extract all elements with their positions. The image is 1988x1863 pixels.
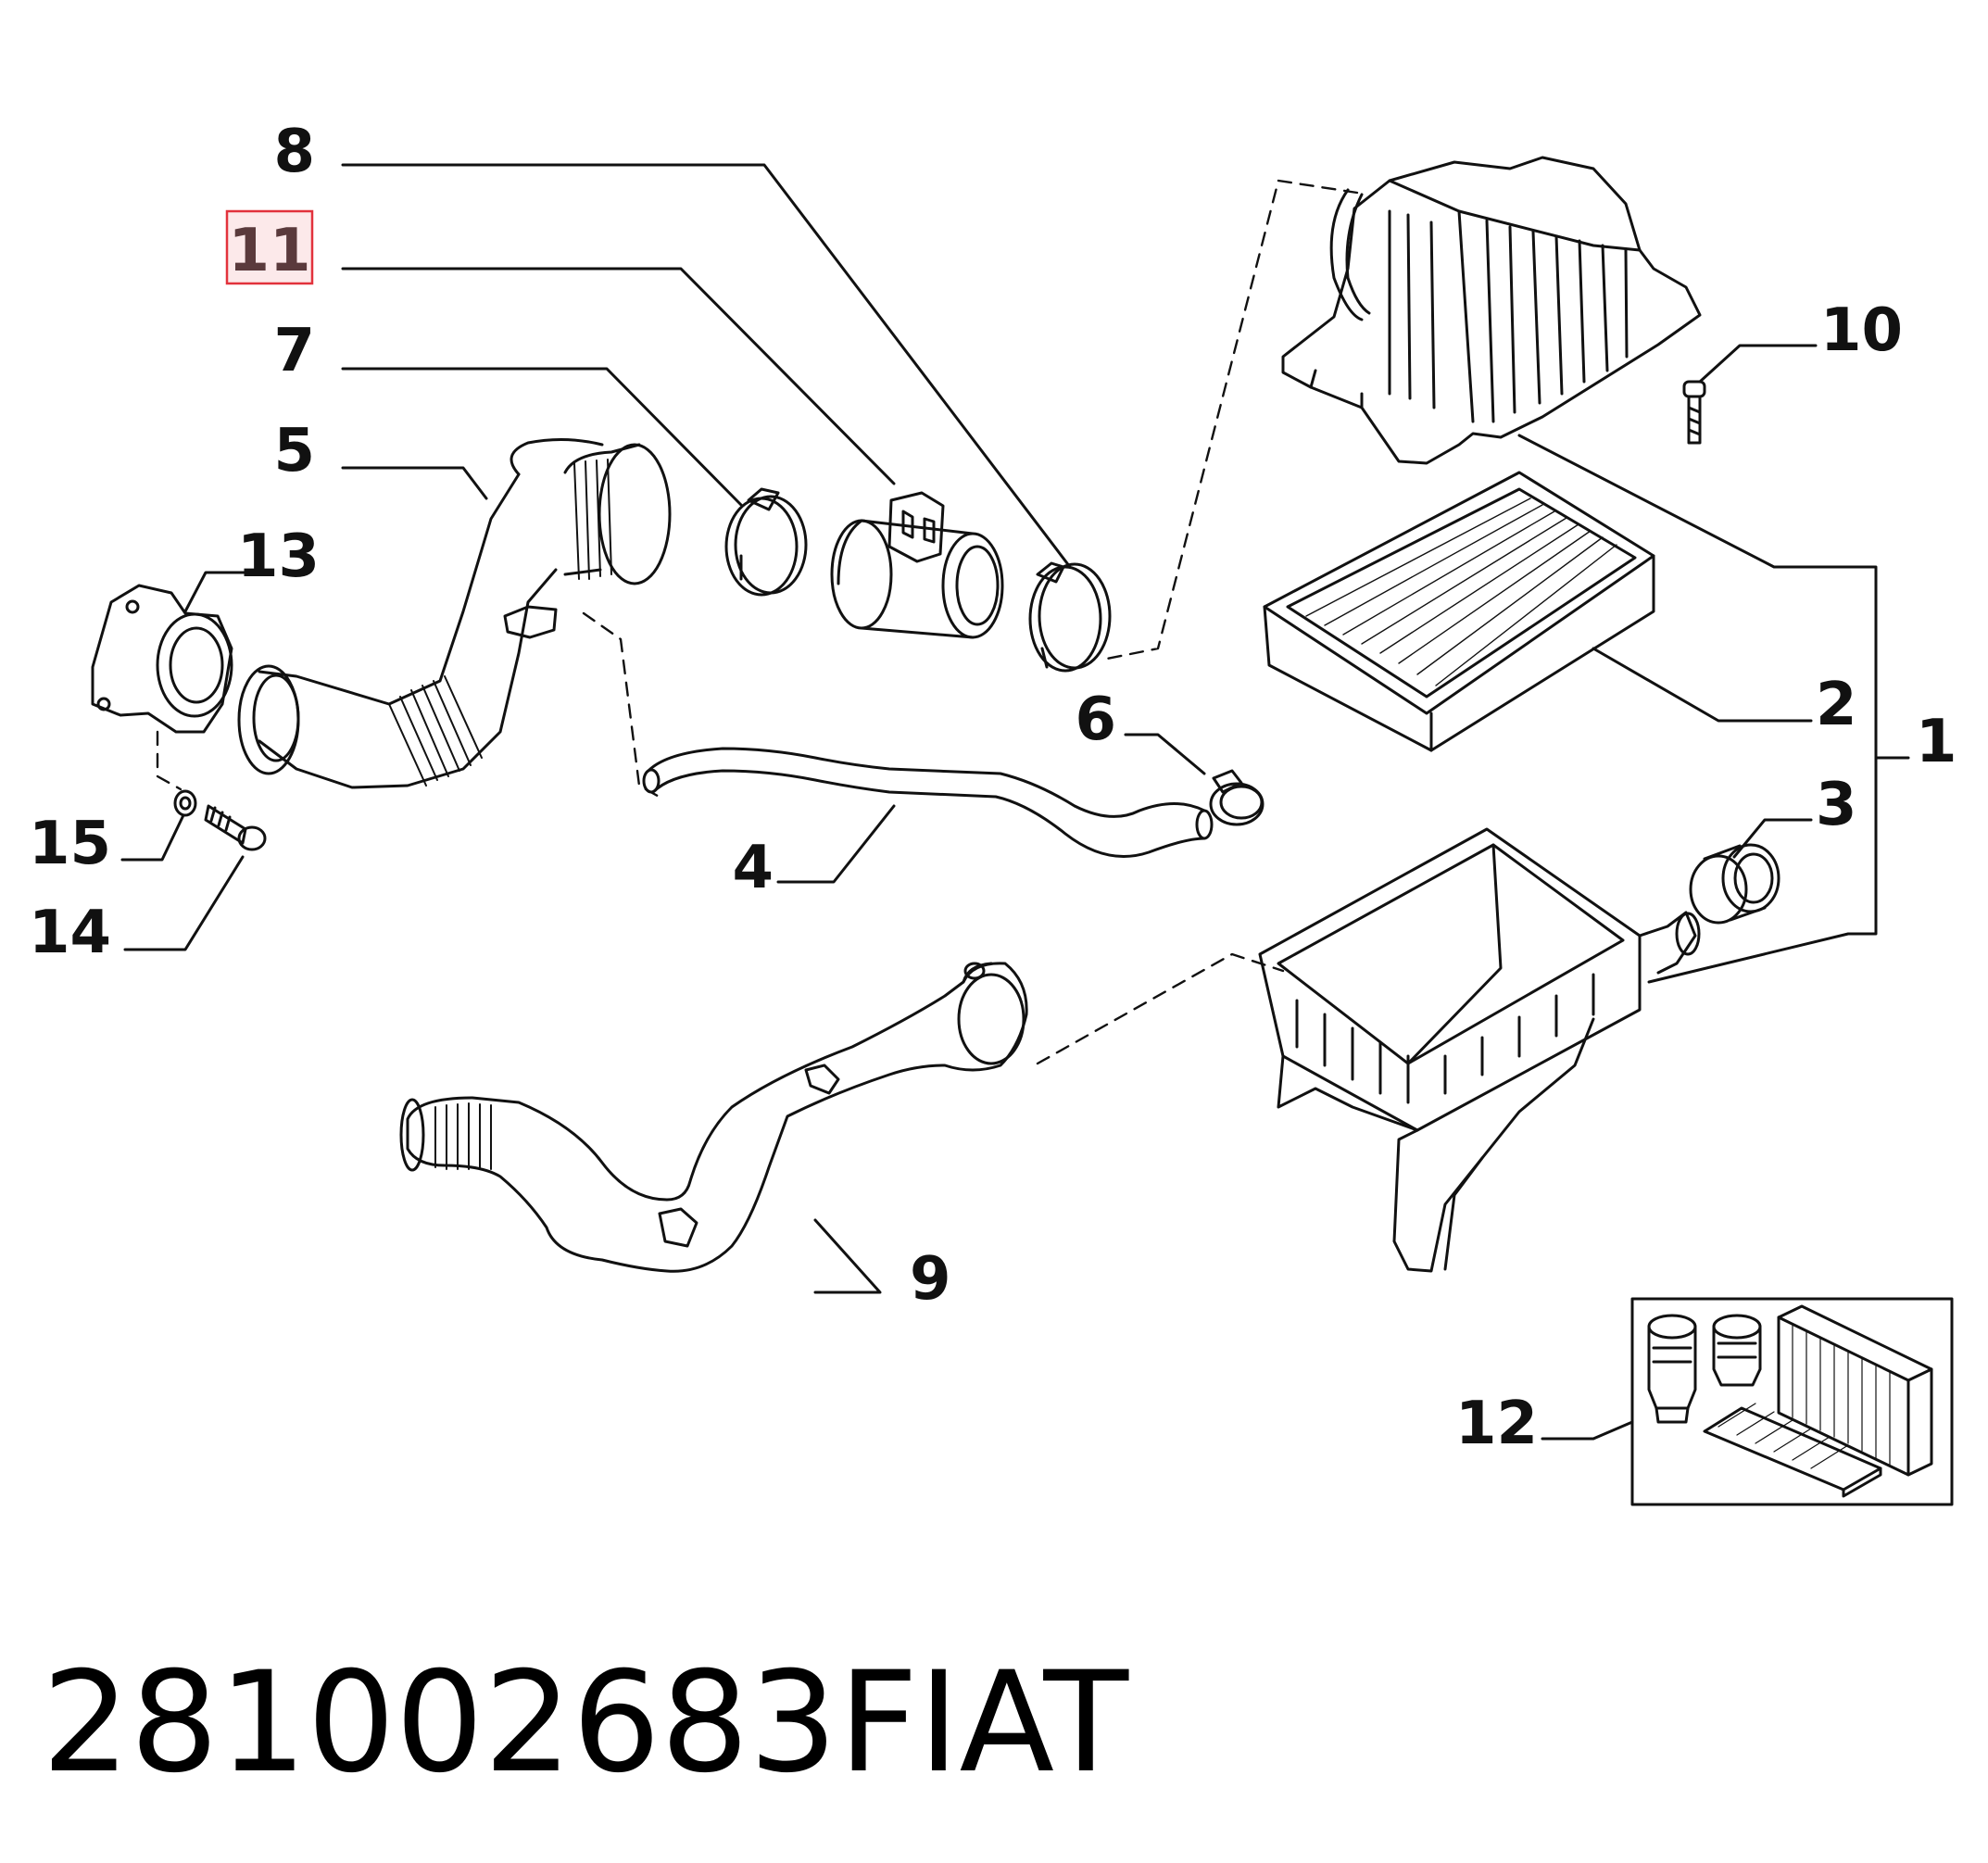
leader-10 xyxy=(1698,344,1818,384)
callout-labels: 8 11 7 5 13 10 2 1 6 3 15 14 4 9 12 xyxy=(29,118,1957,1458)
callout-14[interactable]: 14 xyxy=(29,899,111,967)
air-filter-element xyxy=(1263,471,1655,752)
air-mass-meter xyxy=(830,491,1004,639)
leader-9 xyxy=(813,1218,882,1294)
rubber-grommet xyxy=(1689,843,1780,925)
callout-9[interactable]: 9 xyxy=(910,1245,951,1314)
airbox-cover xyxy=(1281,156,1702,465)
hose-clamp-7 xyxy=(724,487,808,597)
washer-15 xyxy=(173,789,197,817)
leader-2 xyxy=(1592,647,1813,723)
callout-15[interactable]: 15 xyxy=(29,810,111,878)
leader-11 xyxy=(341,267,896,485)
callout-4[interactable]: 4 xyxy=(732,834,774,902)
leader-5 xyxy=(341,466,488,500)
intake-duct-9 xyxy=(399,962,1028,1273)
screw-10 xyxy=(1682,380,1706,445)
hose-clamp-6 xyxy=(1209,769,1265,826)
callout-10[interactable]: 10 xyxy=(1820,296,1903,365)
callout-7[interactable]: 7 xyxy=(273,317,315,385)
leader-8 xyxy=(341,163,1072,569)
leader-1-bracket xyxy=(1517,434,1878,984)
leader-3 xyxy=(1732,818,1813,859)
leader-15 xyxy=(120,813,185,862)
leader-13 xyxy=(183,571,247,613)
callout-2[interactable]: 2 xyxy=(1816,671,1857,739)
flange-13 xyxy=(91,584,233,734)
callout-13[interactable]: 13 xyxy=(237,522,320,591)
intake-hose-5 xyxy=(237,437,672,789)
vent-hose-4 xyxy=(642,747,1214,858)
footer: 281002683 FIAT xyxy=(0,1630,1988,1816)
part-number: 281002683 xyxy=(42,1643,837,1804)
callout-12[interactable]: 12 xyxy=(1455,1390,1538,1458)
bolt-14 xyxy=(204,804,267,851)
leader-6 xyxy=(1124,733,1206,775)
callout-8[interactable]: 8 xyxy=(273,118,315,186)
leader-4 xyxy=(776,804,896,884)
callout-6[interactable]: 6 xyxy=(1075,686,1116,754)
airbox-base xyxy=(1258,827,1701,1273)
highlight-box-11 xyxy=(225,209,314,285)
filter-kit-inset xyxy=(1630,1297,1954,1506)
hose-clamp-8 xyxy=(1028,561,1112,673)
callout-5[interactable]: 5 xyxy=(273,417,315,485)
leader-14 xyxy=(123,855,245,951)
brand-name: FIAT xyxy=(838,1643,1129,1804)
callout-1[interactable]: 1 xyxy=(1916,708,1957,776)
callout-11[interactable]: 11 xyxy=(228,217,310,285)
leader-12 xyxy=(1541,1420,1634,1441)
dashed-assembly-lines xyxy=(156,179,1359,1065)
callout-3[interactable]: 3 xyxy=(1816,771,1857,839)
leader-7 xyxy=(341,367,743,507)
leader-lines xyxy=(120,163,1910,1441)
